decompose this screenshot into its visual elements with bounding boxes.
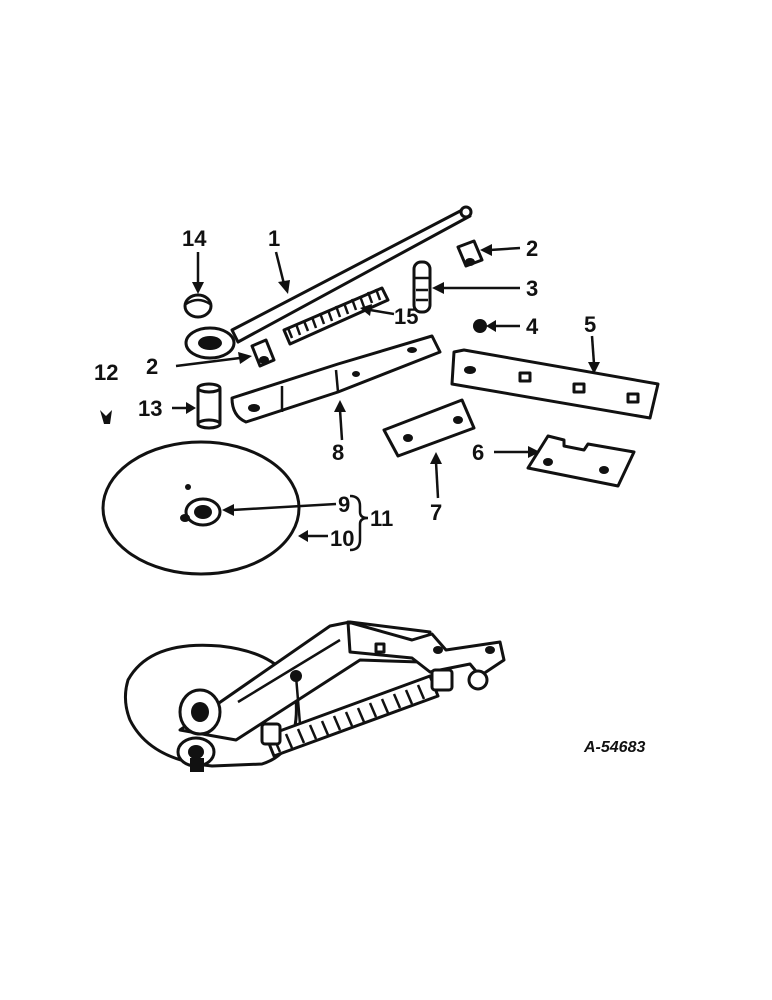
callout-9: 9 — [338, 492, 350, 517]
callout-2-lower: 2 — [146, 354, 158, 379]
callout-3: 3 — [526, 276, 538, 301]
plate-part-7 — [382, 398, 476, 458]
sleeve-part-13 — [196, 382, 222, 430]
callout-5: 5 — [584, 312, 596, 337]
clip-part-12 — [100, 410, 112, 424]
callout-2-upper: 2 — [526, 236, 538, 261]
callout-4: 4 — [526, 314, 539, 339]
callout-8: 8 — [332, 440, 344, 465]
plate-part-5 — [450, 348, 660, 420]
callout-12: 12 — [94, 360, 118, 385]
bushing-part-2-upper — [456, 239, 484, 268]
callout-6: 6 — [472, 440, 484, 465]
bushing-part-2-lower — [250, 338, 276, 368]
assembled-view — [123, 620, 506, 772]
plate-part-6 — [526, 434, 636, 488]
callout-13: 13 — [138, 396, 162, 421]
rod-part-1 — [184, 205, 473, 360]
nut-part-4 — [473, 319, 487, 333]
drawing-id-label: A-54683 — [583, 739, 645, 756]
callout-7: 7 — [430, 500, 442, 525]
pin-part-3 — [412, 260, 432, 314]
hub-part-9 — [180, 484, 222, 527]
bracket-11 — [349, 494, 369, 552]
callout-1: 1 — [268, 226, 280, 251]
spring-part-15 — [282, 286, 390, 346]
callout-10: 10 — [330, 526, 354, 551]
arm-part-8 — [230, 334, 442, 424]
callout-15: 15 — [394, 304, 418, 329]
callout-11: 11 — [370, 506, 393, 531]
callouts: 14 1 2 3 15 4 5 2 12 13 8 6 7 9 11 10 — [94, 226, 596, 551]
callout-14: 14 — [182, 226, 207, 251]
cap-part-14 — [183, 293, 213, 319]
leaders — [172, 244, 600, 542]
